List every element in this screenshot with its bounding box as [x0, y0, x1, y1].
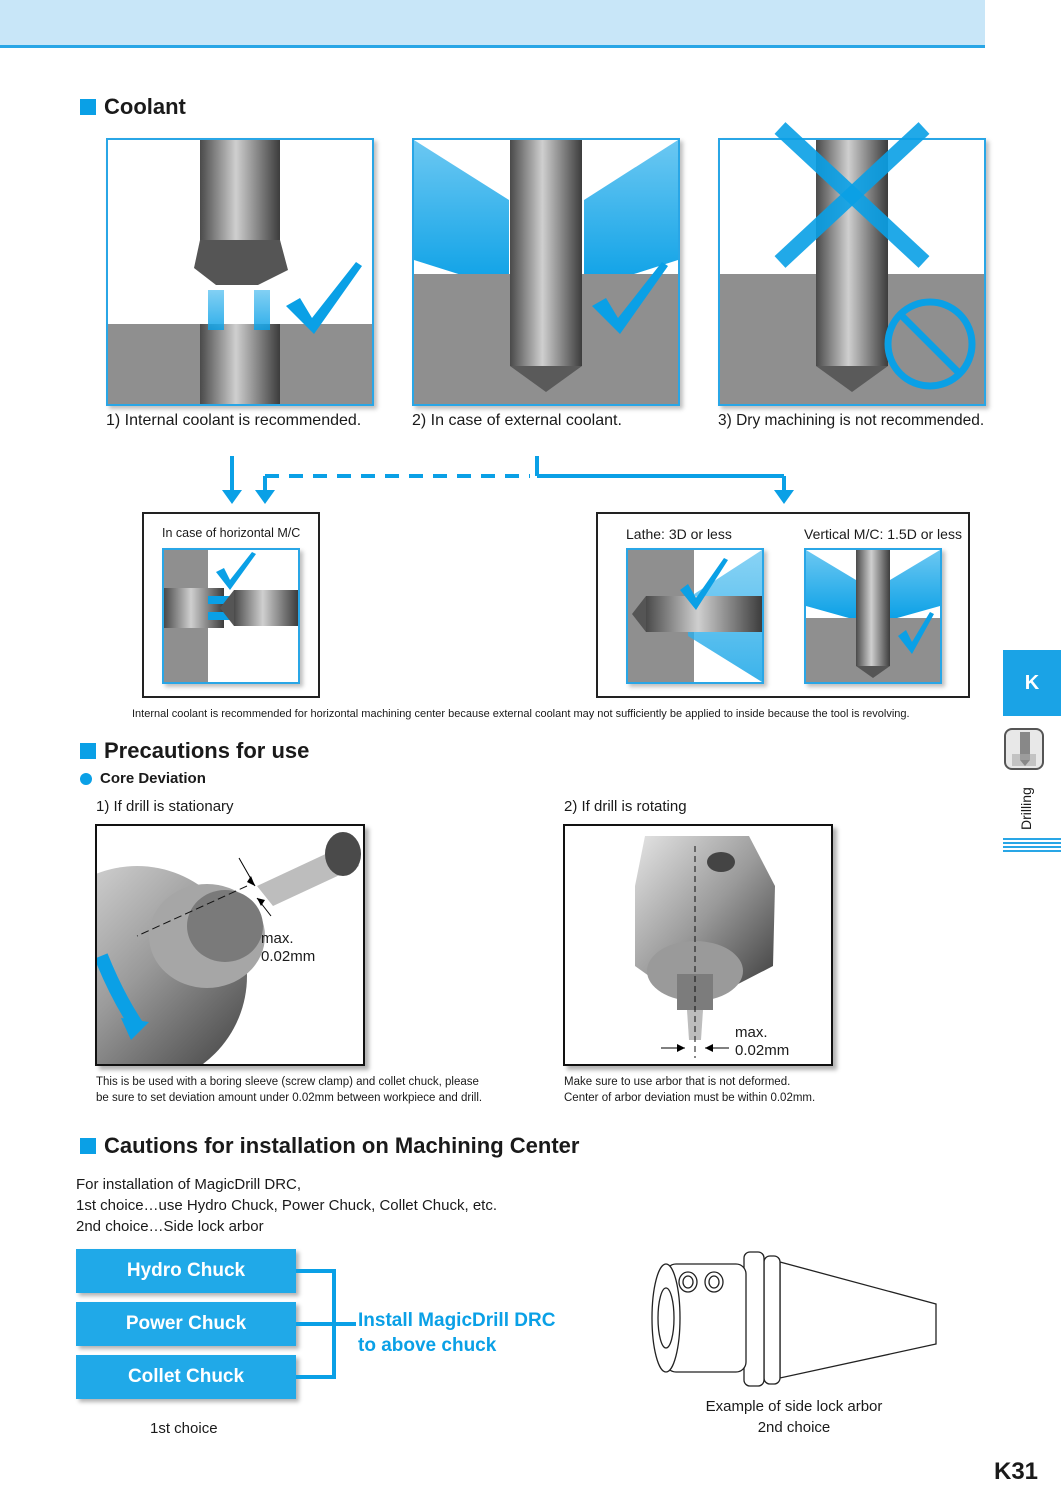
rotating-note: Make sure to use arbor that is not defor… [564, 1074, 815, 1106]
section-title-text: Precautions for use [104, 738, 310, 763]
intro-line: For installation of MagicDrill DRC, [76, 1176, 302, 1193]
collet-chuck-button: Collet Chuck [76, 1355, 296, 1399]
dry-machining-image [718, 122, 986, 406]
stationary-max-label: max. 0.02mm [261, 930, 315, 966]
core-deviation-subtitle: Core Deviation [80, 770, 206, 787]
cross-icon [774, 122, 930, 268]
intro-line: 1st choice…use Hydro Chuck, Power Chuck,… [76, 1197, 498, 1214]
horizontal-mc-panel: In case of horizontal M/C [142, 512, 320, 698]
cautions-intro: For installation of MagicDrill DRC, 1st … [76, 1174, 497, 1237]
horizontal-note: Internal coolant is recommended for hori… [132, 708, 910, 720]
header-band [0, 0, 985, 48]
note-line: Center of arbor deviation must be within… [564, 1092, 816, 1104]
coolant-caption-2: 2) In case of external coolant. [412, 412, 622, 429]
coolant-caption-1: 1) Internal coolant is recommended. [106, 412, 362, 429]
max-value-text: 0.02mm [735, 1042, 790, 1059]
cautions-section-title: Cautions for installation on Machining C… [80, 1133, 579, 1159]
note-line: Make sure to use arbor that is not defor… [564, 1076, 791, 1088]
note-line: be sure to set deviation amount under 0.… [96, 1092, 483, 1104]
second-choice-label: 2nd choice [757, 1419, 831, 1436]
precautions-section-title: Precautions for use [80, 738, 309, 764]
install-line: to above chuck [358, 1335, 497, 1356]
coolant-section-title: Coolant [80, 94, 186, 120]
bullet-icon [80, 772, 92, 785]
arbor-label: Example of side lock arbor [705, 1398, 883, 1415]
side-stripes [1003, 838, 1061, 856]
title-square-icon [80, 743, 96, 759]
section-title-text: Cautions for installation on Machining C… [104, 1133, 580, 1158]
subtitle-text: Core Deviation [100, 770, 206, 787]
horizontal-image [162, 548, 300, 684]
intro-line: 2nd choice…Side lock arbor [76, 1218, 264, 1235]
power-chuck-button: Power Chuck [76, 1302, 296, 1346]
stationary-drill-photo: max. 0.02mm [95, 824, 365, 1066]
bracket-connector [296, 1269, 356, 1379]
external-coolant-image [412, 138, 680, 406]
title-square-icon [80, 1138, 96, 1154]
internal-coolant-image [106, 138, 374, 406]
lathe-vertical-panel: Lathe: 3D or less Vertical M/C: 1.5D or … [596, 512, 970, 698]
lathe-label: Lathe: 3D or less [626, 526, 732, 542]
arbor-caption: Example of side lock arbor 2nd choice [700, 1396, 888, 1438]
max-label-text: max. [735, 1024, 768, 1041]
vertical-label: Vertical M/C: 1.5D or less [804, 526, 962, 542]
max-label-text: max. [261, 930, 294, 947]
install-line: Install MagicDrill DRC [358, 1310, 556, 1331]
flow-arrows [222, 456, 794, 504]
side-lock-arbor-drawing [651, 1251, 937, 1387]
rotating-max-label: max. 0.02mm [735, 1024, 789, 1060]
rotating-drill-photo: max. 0.02mm [563, 824, 833, 1066]
title-square-icon [80, 99, 96, 115]
install-instruction: Install MagicDrill DRC to above chuck [358, 1308, 555, 1358]
max-value-text: 0.02mm [261, 948, 316, 965]
section-title-text: Coolant [104, 94, 186, 119]
section-tab-k[interactable]: K [1003, 650, 1061, 716]
checkmark-icon [286, 262, 362, 334]
drill-category-icon [1004, 728, 1044, 770]
hydro-chuck-button: Hydro Chuck [76, 1249, 296, 1293]
page-number: K31 [994, 1458, 1039, 1485]
coolant-caption-3: 3) Dry machining is not recommended. [718, 412, 985, 429]
stationary-title: 1) If drill is stationary [96, 798, 234, 815]
horizontal-label: In case of horizontal M/C [162, 526, 301, 540]
note-line: This is be used with a boring sleeve (sc… [96, 1076, 479, 1088]
stationary-note: This is be used with a boring sleeve (sc… [96, 1074, 482, 1106]
drilling-category-label: Drilling [1018, 787, 1034, 830]
lathe-image [626, 548, 764, 684]
checkmark-icon [592, 262, 668, 334]
first-choice-label: 1st choice [150, 1420, 218, 1437]
rotating-title: 2) If drill is rotating [564, 798, 687, 815]
vertical-image [804, 548, 942, 684]
